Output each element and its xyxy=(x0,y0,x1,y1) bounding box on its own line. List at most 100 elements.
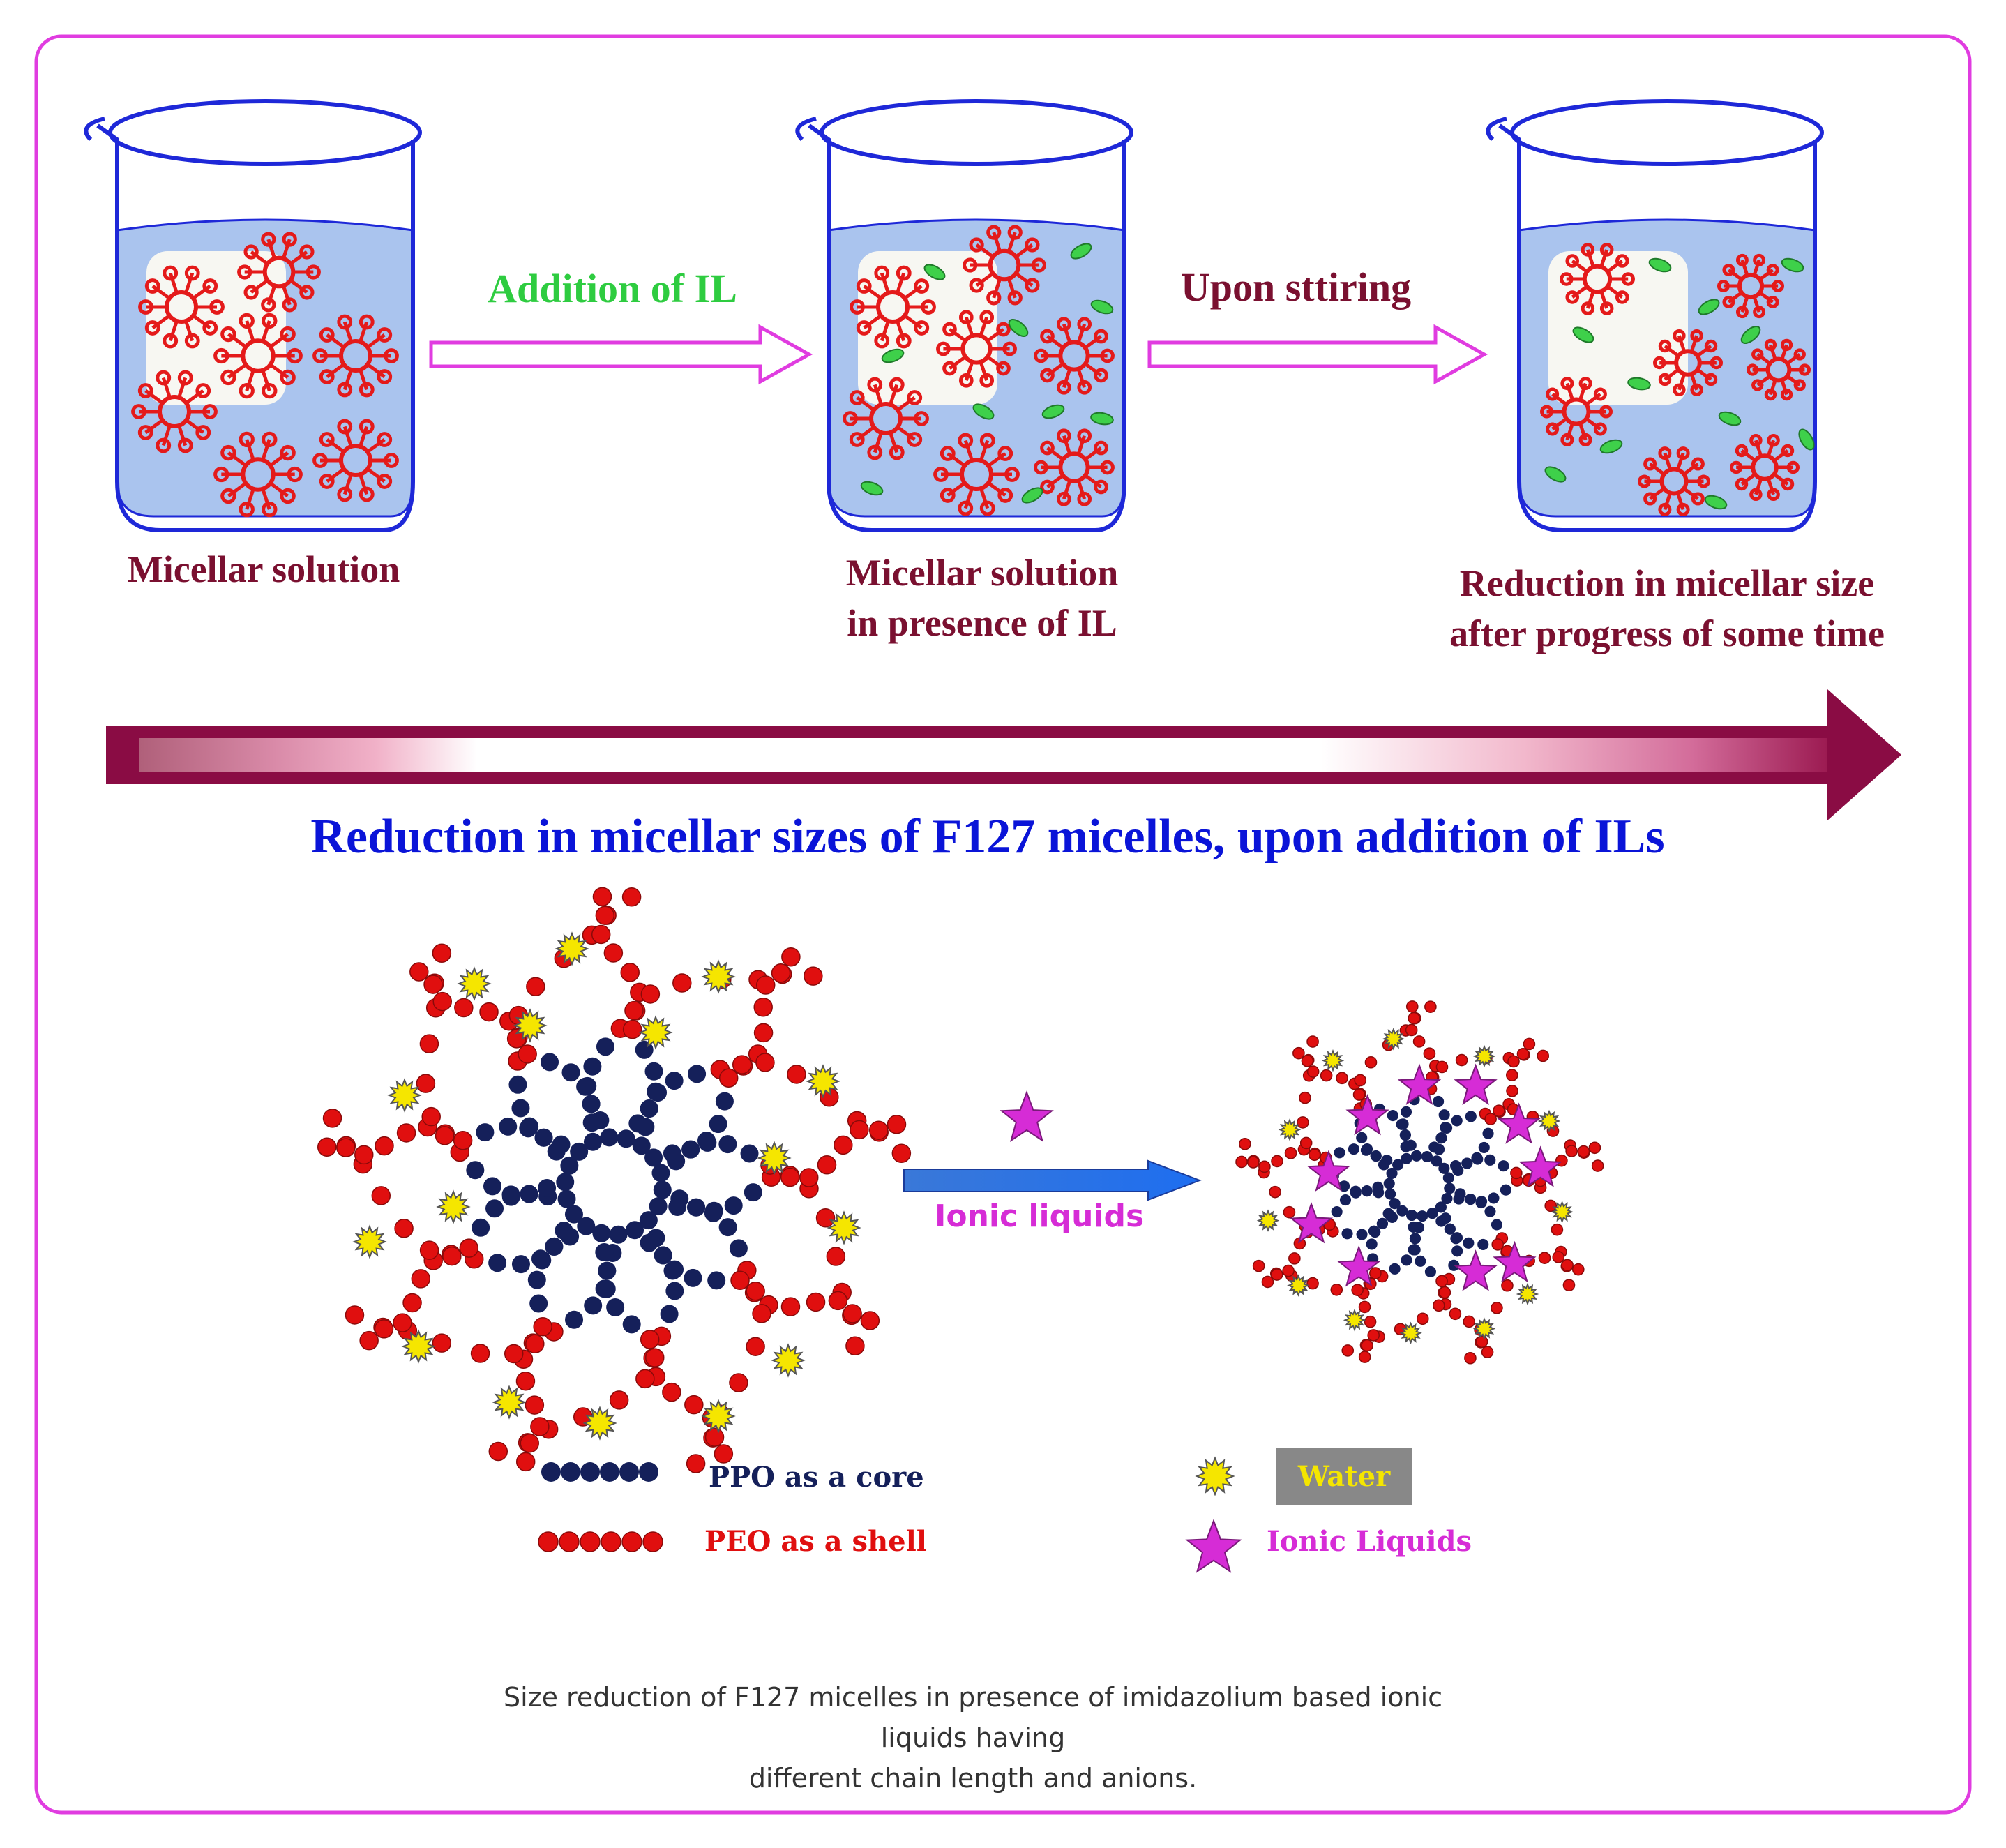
ppo-bead xyxy=(1356,1229,1368,1240)
micelle-head xyxy=(202,404,218,419)
micelle-tail xyxy=(975,271,995,287)
micelle-head xyxy=(1615,290,1629,304)
ppo-bead xyxy=(626,1221,644,1240)
peo-bead xyxy=(1306,1277,1319,1290)
micelle-tail xyxy=(1046,362,1064,377)
micelle-head xyxy=(1710,356,1724,370)
micelle-core xyxy=(262,255,296,289)
peo-bead xyxy=(1416,1312,1429,1325)
micelle-head xyxy=(1673,383,1686,397)
ppo-bead xyxy=(472,1218,490,1237)
micelle-tail xyxy=(1727,291,1743,304)
peo-bead xyxy=(1235,1155,1248,1169)
micelle-head xyxy=(1007,290,1023,306)
stage-2-line-1: Micellar solution xyxy=(845,552,1119,594)
micelle-head xyxy=(914,411,929,426)
micelle-head xyxy=(1077,491,1092,506)
ppo-bead xyxy=(552,1135,571,1154)
micelle-core xyxy=(1751,453,1779,481)
micelle-tail xyxy=(326,467,345,483)
peo-bead xyxy=(1369,1267,1382,1279)
peo-bead xyxy=(1516,1047,1530,1060)
water-molecule xyxy=(806,1064,840,1099)
micelle-head xyxy=(384,453,399,468)
micelle-head xyxy=(337,419,353,435)
micelle-tail xyxy=(151,285,171,300)
micelle-head xyxy=(1643,457,1657,471)
peo-bead xyxy=(1464,1351,1477,1365)
peo-bead xyxy=(374,1319,394,1339)
micelle-tail xyxy=(1754,440,1763,457)
ppo-bead xyxy=(520,1117,539,1136)
micelle-head xyxy=(1056,428,1071,444)
micelle-head xyxy=(1749,433,1763,447)
peo-bead xyxy=(595,906,615,925)
micelle-head xyxy=(843,411,858,426)
peo-bead xyxy=(525,1334,545,1354)
micelle-head xyxy=(239,431,255,448)
peo-bead xyxy=(1510,1166,1523,1180)
peo-bead xyxy=(402,1293,422,1313)
peo-bead xyxy=(470,1344,490,1363)
micelle-head xyxy=(1717,280,1730,292)
ppo-bead xyxy=(584,1296,603,1315)
ppo-bead xyxy=(1408,1221,1419,1233)
peo-bead xyxy=(432,1333,452,1353)
ppo-bead xyxy=(718,1135,737,1154)
micelle-tail xyxy=(903,314,923,329)
micelle-core xyxy=(1058,451,1090,483)
micelle-tail xyxy=(1084,474,1102,489)
micelle-tail xyxy=(168,272,179,294)
ppo-bead xyxy=(1396,1205,1408,1217)
ppo-bead xyxy=(561,1063,580,1082)
ppo-bead xyxy=(1401,1152,1412,1164)
legend-ppo-bead xyxy=(619,1462,639,1482)
water-molecule xyxy=(436,1189,471,1224)
ppo-bead xyxy=(1453,1193,1465,1205)
micelle-head xyxy=(1578,433,1592,446)
micelle-tail xyxy=(1565,422,1574,441)
ppo-bead xyxy=(1392,1159,1404,1171)
water-molecule xyxy=(1195,1456,1235,1496)
peo-bead xyxy=(1306,1035,1319,1048)
micelle-head xyxy=(144,320,160,336)
micelle-tail xyxy=(227,363,247,379)
peo-bead xyxy=(411,1269,431,1289)
ppo-bead xyxy=(609,1225,628,1244)
micelle-head xyxy=(1764,388,1777,401)
peo-bead xyxy=(1491,1238,1504,1251)
micelle-head xyxy=(1753,306,1766,319)
peo-bead xyxy=(718,1068,739,1088)
il-molecule xyxy=(1008,319,1029,337)
micelle-tail xyxy=(245,320,255,343)
peo-bead xyxy=(1412,1035,1426,1048)
peo-bead xyxy=(843,1304,862,1323)
micelle-head xyxy=(220,326,236,343)
micelle-head xyxy=(979,310,995,325)
micelle-tail xyxy=(863,285,882,300)
micelle-head xyxy=(1691,492,1705,506)
legend-peo-bead xyxy=(559,1531,580,1552)
micelle-tail xyxy=(1786,352,1801,365)
micelle-tail xyxy=(184,320,195,342)
micelle-tail xyxy=(245,439,255,461)
ppo-bead xyxy=(564,1205,583,1224)
peo-bead xyxy=(640,984,661,1004)
micelle-head xyxy=(1546,422,1560,436)
micelle-head xyxy=(337,486,353,502)
micelle-head xyxy=(1593,387,1607,401)
micelle-tail xyxy=(144,389,164,405)
ppo-bead xyxy=(527,1270,546,1289)
micelle-head xyxy=(384,348,399,363)
peo-bead xyxy=(432,991,452,1012)
ionic-liquid-star xyxy=(1306,1150,1351,1192)
micelle-head xyxy=(195,425,211,440)
micelle-head xyxy=(319,474,335,489)
small-micelle xyxy=(1729,433,1800,502)
micelle-tail xyxy=(1565,382,1574,401)
micelle-head xyxy=(1766,264,1779,276)
ppo-bead xyxy=(1368,1225,1380,1237)
micelle-tail xyxy=(261,488,271,510)
peo-bead xyxy=(359,1330,379,1351)
micelle-tail xyxy=(1758,268,1774,281)
